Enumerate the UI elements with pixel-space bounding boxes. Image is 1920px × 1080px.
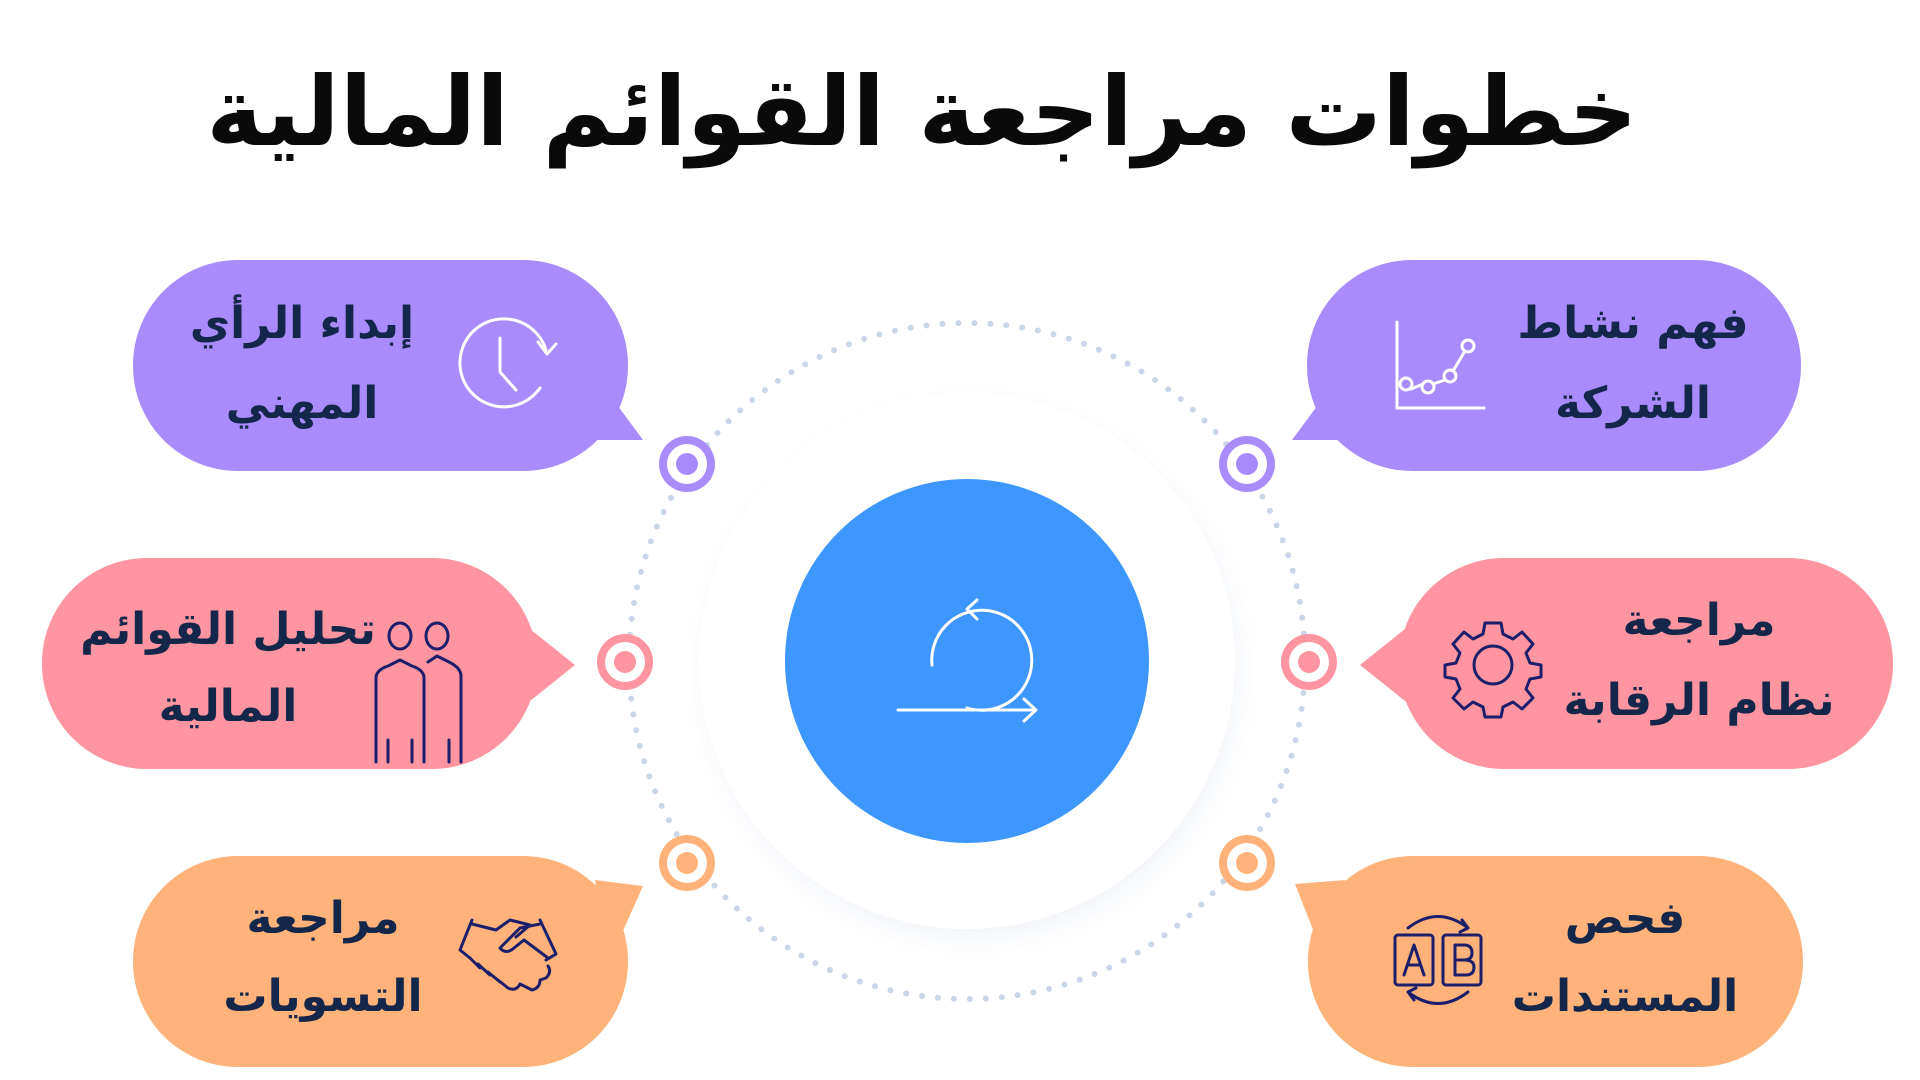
marker-step-6 bbox=[659, 835, 715, 891]
marker-step-2 bbox=[1281, 634, 1337, 690]
line-chart-icon bbox=[1395, 320, 1486, 410]
page-title: خطوات مراجعة القوائم المالية bbox=[206, 56, 1637, 169]
handshake-icon bbox=[458, 918, 558, 992]
ab-compare-icon bbox=[1393, 915, 1483, 1005]
marker-step-3 bbox=[1219, 835, 1275, 891]
step-label-line2: المهني bbox=[226, 378, 379, 429]
gear-icon bbox=[1443, 621, 1543, 719]
hub-blue-disk bbox=[785, 479, 1149, 843]
step-card-review-adjustments: مراجعة التسويات bbox=[133, 856, 643, 1067]
marker-step-5 bbox=[597, 634, 653, 690]
step-card-understand-business: فهم نشاط الشركة bbox=[1292, 260, 1801, 471]
marker-step-1 bbox=[1219, 436, 1275, 492]
step-card-professional-opinion: إبداء الرأي المهني bbox=[133, 260, 643, 471]
step-label-line1: مراجعة bbox=[247, 893, 400, 944]
clock-icon bbox=[458, 317, 558, 409]
people-icon bbox=[374, 621, 463, 764]
marker-step-4 bbox=[659, 436, 715, 492]
center-hub bbox=[626, 320, 1308, 1002]
step-card-analyze-statements: تحليل القوائم المالية bbox=[42, 558, 575, 769]
step-label-line1: فحص bbox=[1565, 893, 1686, 944]
step-label-line2: نظام الرقابة bbox=[1564, 675, 1835, 726]
markers bbox=[597, 436, 1337, 891]
step-label-line2: التسويات bbox=[223, 971, 422, 1022]
step-label-line1: إبداء الرأي bbox=[190, 294, 414, 349]
cycle-arrow-icon bbox=[896, 598, 1038, 723]
step-label-line1: فهم نشاط bbox=[1517, 298, 1748, 349]
step-label-line1: تحليل القوائم bbox=[80, 604, 376, 655]
step-card-document-check: فحص المستندات bbox=[1295, 856, 1803, 1067]
step-label-line1: مراجعة bbox=[1623, 595, 1776, 646]
step-label-line2: المستندات bbox=[1512, 971, 1739, 1022]
step-card-control-system: مراجعة نظام الرقابة bbox=[1360, 558, 1893, 769]
step-label-line2: الشركة bbox=[1555, 378, 1711, 429]
step-label-line2: المالية bbox=[159, 681, 298, 732]
